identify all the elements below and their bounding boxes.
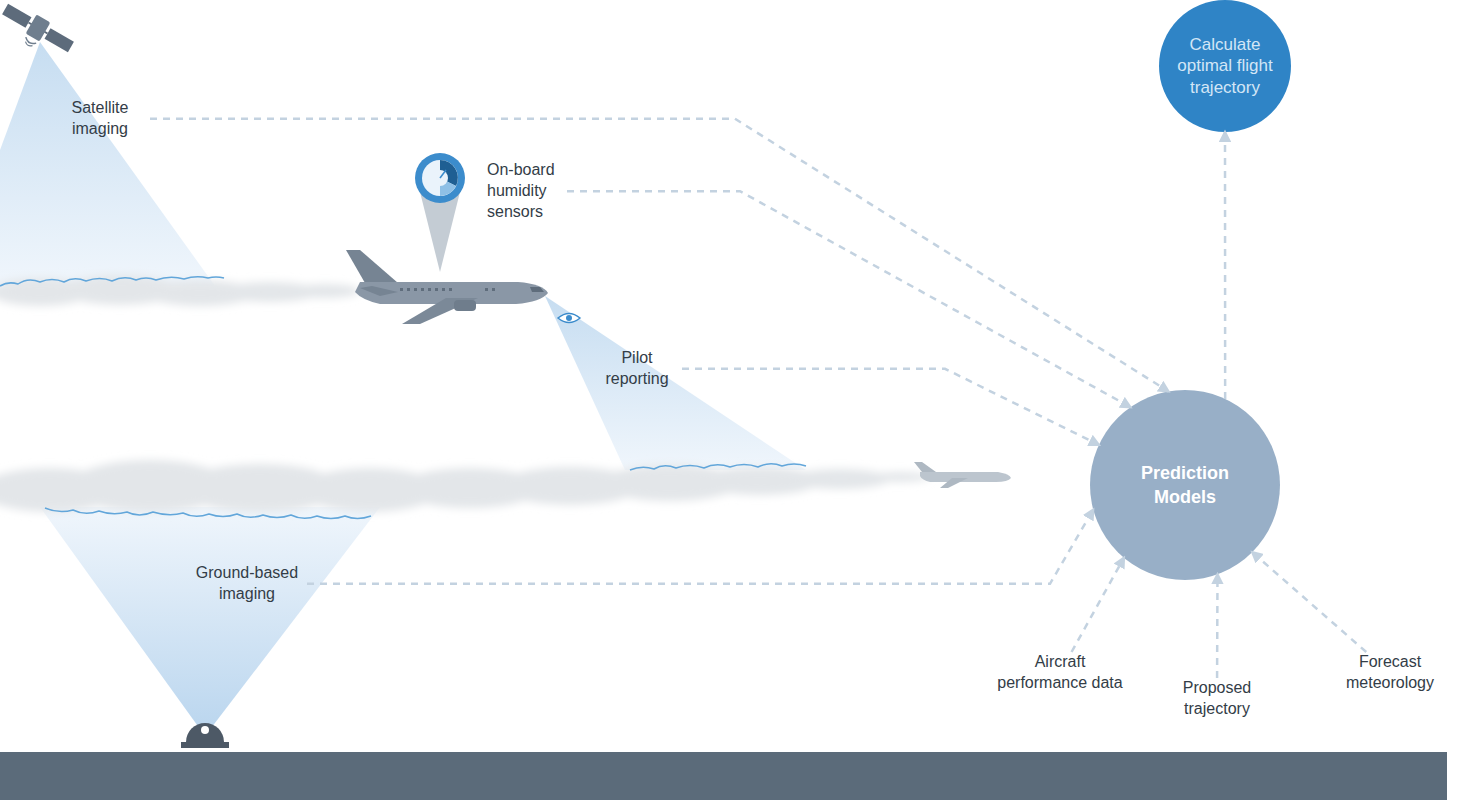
- lower-cloud: [0, 460, 930, 512]
- dashed-arrow: [307, 510, 1093, 584]
- input-label: Forecast meteorology: [1335, 652, 1445, 694]
- eye-icon: [558, 314, 580, 323]
- pilot-view-cone: [545, 296, 806, 470]
- circle-text: Calculate optimal flight trajectory: [1169, 34, 1281, 98]
- satellite-symbol: [0, 0, 76, 64]
- node-text: Satellite imaging: [50, 98, 150, 140]
- cloud-edge: [0, 277, 806, 519]
- ground-station: [181, 723, 229, 748]
- satellite-beam: [0, 42, 215, 286]
- dashed-arrow: [1072, 558, 1124, 652]
- dashed-arrow: [1216, 574, 1219, 678]
- dashed-arrow: [567, 191, 1131, 407]
- dashed-arrow: [1252, 552, 1366, 652]
- dashed-arrow: [150, 119, 1169, 392]
- ground-bar: [0, 752, 1447, 800]
- circle-shape: [1090, 390, 1280, 580]
- dashed-arrow: [682, 369, 1099, 445]
- circle-outline: [1090, 390, 1280, 580]
- source-label: Ground-based imaging: [187, 563, 307, 605]
- output-circle: Calculate optimal flight trajectory: [1159, 0, 1291, 132]
- node-text: Aircraft performance data: [990, 652, 1130, 694]
- node-text: Proposed trajectory: [1168, 678, 1266, 720]
- ground-beam: [40, 507, 380, 736]
- node-text: Forecast meteorology: [1335, 652, 1445, 694]
- node-text: Ground-based imaging: [187, 563, 307, 605]
- node-text: Pilot reporting: [592, 348, 682, 390]
- dashed-arrow: [1224, 132, 1227, 399]
- input-label: Proposed trajectory: [1168, 678, 1266, 720]
- source-label: On-board humidity sensors: [487, 160, 567, 222]
- source-label: Pilot reporting: [592, 348, 682, 390]
- circle-text: Prediction Models: [1125, 461, 1245, 510]
- model-circle: Prediction Models: [1090, 390, 1280, 580]
- source-label: Satellite imaging: [50, 98, 150, 140]
- distant-airliner: [914, 462, 1011, 488]
- node-text: On-board humidity sensors: [487, 160, 567, 222]
- airliner: [346, 250, 548, 324]
- upper-cloud: [0, 275, 360, 306]
- humidity-sensor-pin: [415, 153, 465, 272]
- input-label: Aircraft performance data: [990, 652, 1130, 694]
- circle-shape: [1159, 0, 1291, 132]
